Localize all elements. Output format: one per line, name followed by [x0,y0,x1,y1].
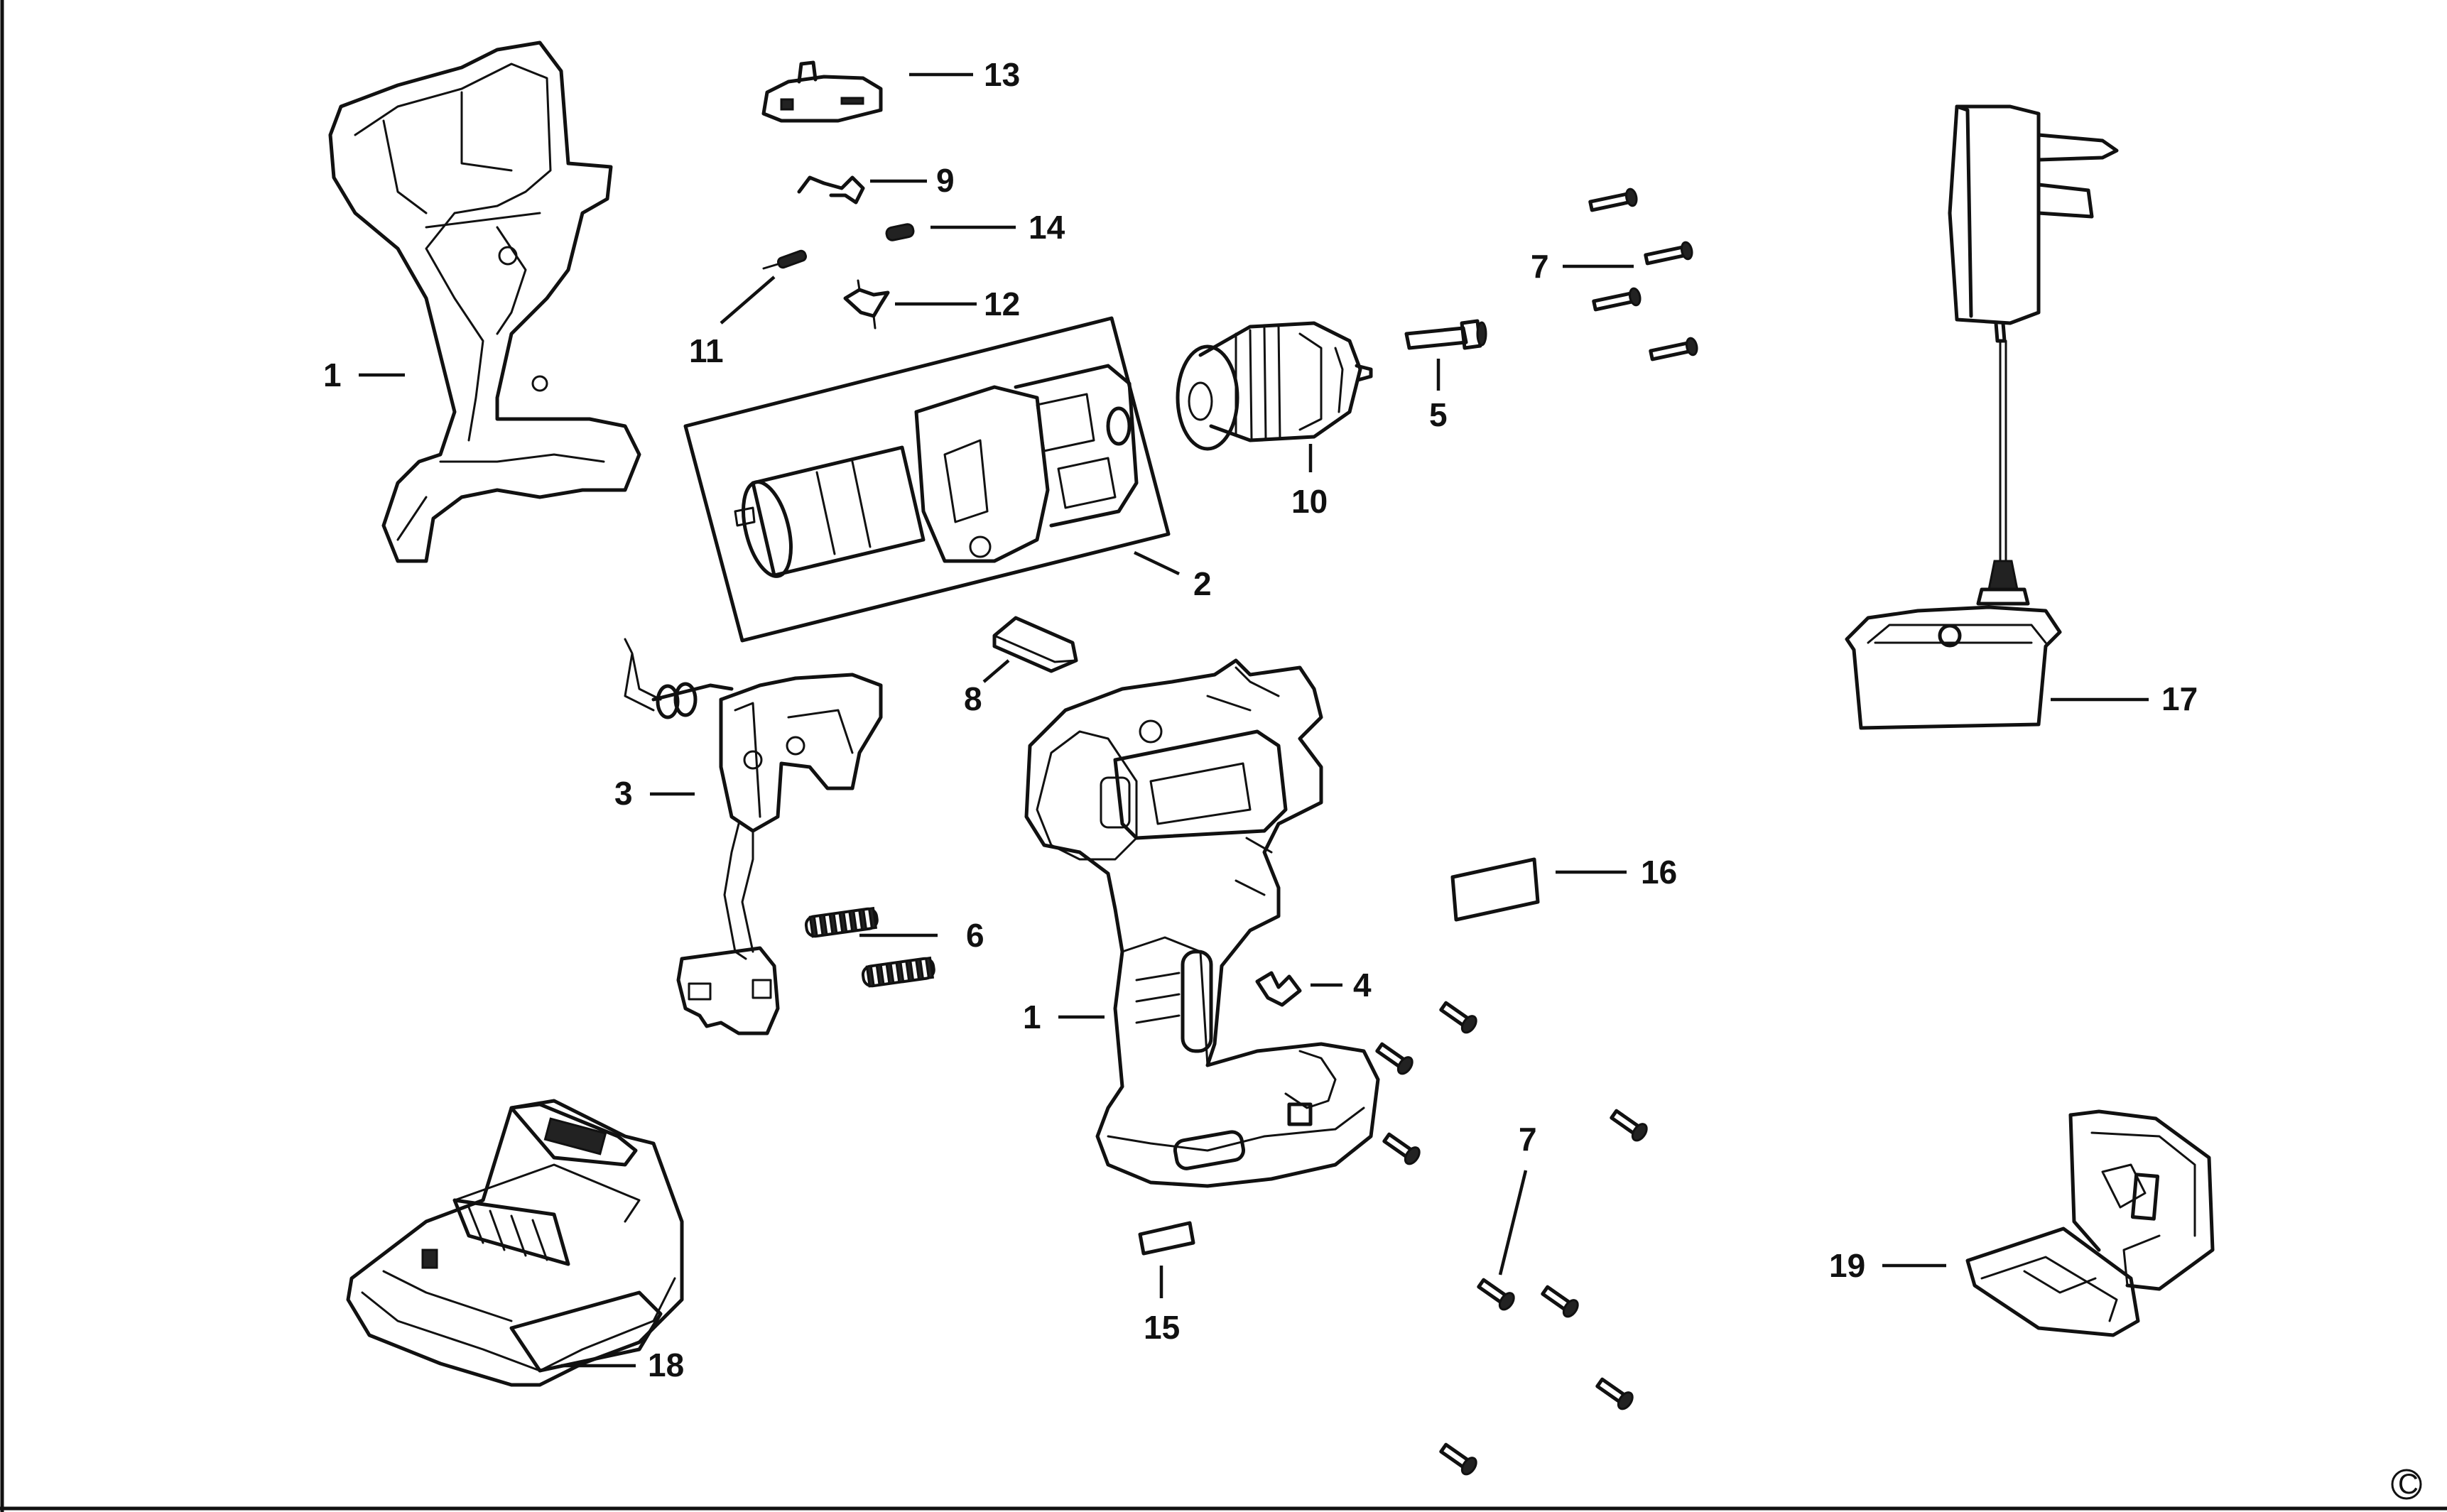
small-block [992,616,1078,673]
label-8: 8 [964,680,982,717]
leader-2 [1134,550,1180,576]
small-clip [1255,971,1302,1007]
label-12: 12 [984,285,1020,322]
label-3: 3 [614,775,633,812]
label-6: 6 [966,917,984,954]
label-15: 15 [1144,1309,1180,1346]
charger-adapter [1845,104,2119,730]
screws-group-top [1588,187,1698,361]
label-11: 11 [689,332,724,369]
label-5: 5 [1429,396,1448,433]
switch-slider [761,60,883,123]
label-19: 19 [1829,1247,1865,1284]
label-4: 4 [1353,967,1372,1004]
housing-half-left [328,40,641,563]
label-10: 10 [1291,483,1328,520]
label-plate [1450,857,1540,922]
label-14: 14 [1029,209,1065,246]
spring-small [762,249,807,270]
small-label [1138,1221,1195,1256]
springs-pair [804,906,935,988]
leader-7b [1498,1170,1528,1276]
leader-8 [982,659,1010,683]
label-13: 13 [984,56,1020,93]
copyright-letter: C [2398,1469,2419,1500]
label-16: 16 [1641,854,1677,891]
storage-case [1965,1109,2215,1337]
trigger-switch [624,638,883,1035]
label-7a: 7 [1531,248,1549,285]
housing-assembled [1024,658,1380,1188]
chuck-screw [1404,319,1487,350]
drill-chuck [1176,321,1373,451]
leader-11 [720,276,776,325]
label-17: 17 [2161,680,2198,717]
label-18: 18 [648,1347,684,1383]
battery-pack [346,1099,684,1387]
spring-clip [797,175,865,205]
copyright-mark: C [2391,1469,2422,1500]
motor-gearbox-assembly [683,316,1171,643]
label-2: 2 [1193,565,1212,602]
label-9: 9 [936,162,955,199]
label-1b: 1 [1023,999,1041,1035]
small-lever [843,279,890,330]
label-7b: 7 [1519,1121,1537,1158]
small-spring [885,223,915,241]
screws-group-bottom [1375,1001,1648,1476]
label-1a: 1 [323,357,342,393]
